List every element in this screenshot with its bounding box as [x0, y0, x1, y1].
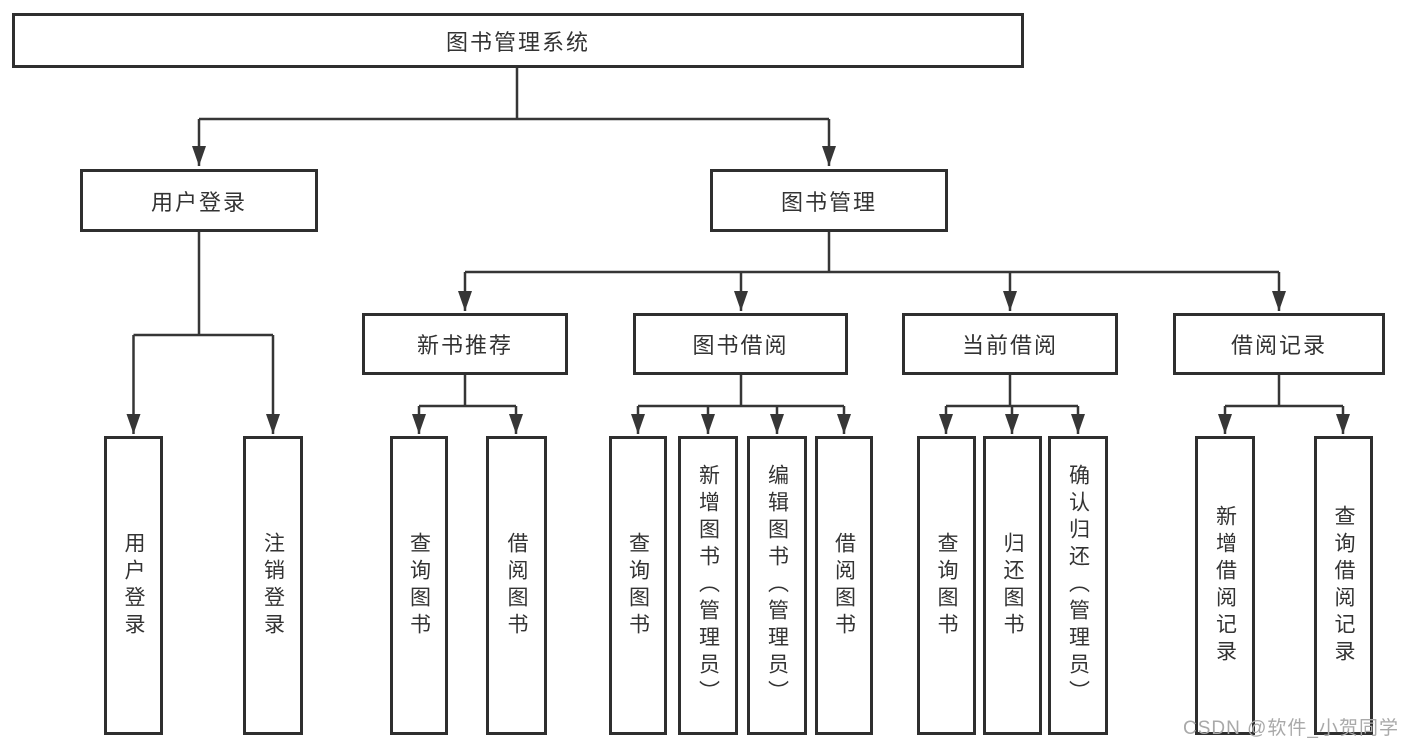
leaf-query-books-3: 查询图书 — [917, 436, 976, 735]
leaf-label: 借阅图书 — [505, 531, 528, 640]
leaf-query-borrow-record: 查询借阅记录 — [1314, 436, 1373, 735]
leaf-label: 确认归还（管理员） — [1066, 464, 1090, 707]
node-label: 当前借阅 — [961, 333, 1058, 358]
leaf-label: 注销登录 — [261, 531, 285, 640]
leaf-query-books-1: 查询图书 — [390, 436, 448, 735]
leaf-borrow-books-1: 借阅图书 — [486, 436, 547, 735]
leaf-edit-books-admin: 编辑图书（管理员） — [747, 436, 807, 735]
node-borrow-section: 图书借阅 — [633, 313, 848, 375]
node-book-management-branch: 图书管理 — [710, 169, 948, 232]
leaf-label: 编辑图书（管理员） — [765, 464, 789, 707]
node-user-login-branch: 用户登录 — [80, 169, 318, 232]
node-current-borrow-section: 当前借阅 — [902, 313, 1118, 375]
leaf-logout: 注销登录 — [243, 436, 303, 735]
connector-record-section — [1218, 375, 1350, 434]
leaf-add-borrow-record: 新增借阅记录 — [1195, 436, 1255, 735]
connector-book-branch — [458, 232, 1286, 311]
leaf-query-books-2: 查询图书 — [609, 436, 667, 735]
leaf-borrow-books-2: 借阅图书 — [815, 436, 873, 735]
node-new-book-section: 新书推荐 — [362, 313, 568, 375]
leaf-label: 新增借阅记录 — [1213, 504, 1237, 667]
leaf-user-login: 用户登录 — [104, 436, 163, 735]
connector-current-section — [939, 375, 1085, 434]
leaf-label: 查询图书 — [935, 531, 958, 640]
leaf-label: 归还图书 — [1001, 531, 1024, 640]
leaf-label: 查询图书 — [626, 531, 650, 640]
connector-user-branch — [126, 232, 280, 434]
leaf-label: 查询借阅记录 — [1332, 504, 1355, 667]
node-root: 图书管理系统 — [12, 13, 1024, 68]
watermark: CSDN @软件_小贺同学 — [1183, 718, 1399, 739]
leaf-label: 查询图书 — [407, 531, 431, 640]
connector-borrow-section — [631, 375, 851, 434]
node-label: 借阅记录 — [1230, 333, 1327, 358]
connector-new-book-section — [412, 375, 523, 434]
node-label: 图书管理 — [780, 189, 877, 215]
leaf-add-books-admin: 新增图书（管理员） — [678, 436, 738, 735]
node-root-label: 图书管理系统 — [445, 29, 590, 55]
leaf-label: 用户登录 — [122, 531, 145, 640]
leaf-label: 借阅图书 — [832, 531, 856, 640]
leaf-return-books: 归还图书 — [983, 436, 1042, 735]
connector-root-to-level2 — [192, 68, 836, 166]
leaf-confirm-return-admin: 确认归还（管理员） — [1048, 436, 1108, 735]
node-label: 新书推荐 — [416, 333, 513, 358]
leaf-label: 新增图书（管理员） — [696, 464, 720, 707]
node-label: 用户登录 — [150, 189, 247, 215]
node-label: 图书借阅 — [692, 333, 789, 358]
node-borrow-record-section: 借阅记录 — [1173, 313, 1385, 375]
